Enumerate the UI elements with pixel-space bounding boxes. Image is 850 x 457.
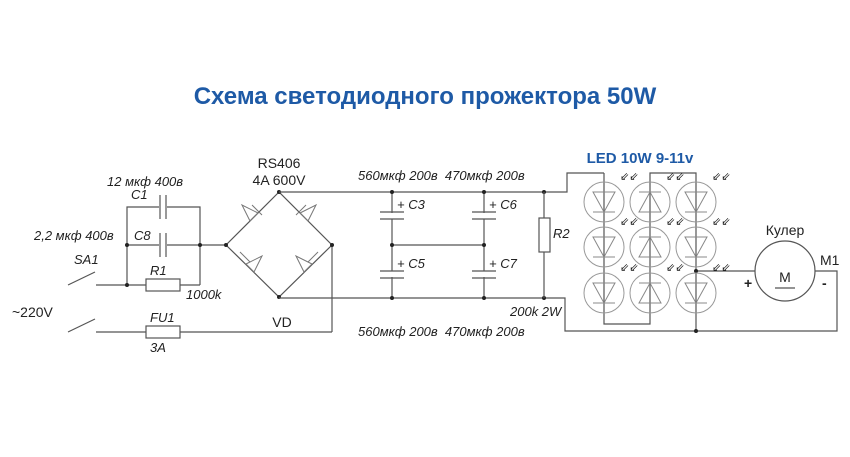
c1-value: 12 мкф 400в [107,174,183,189]
caps-top-values: 560мкф 200в 470мкф 200в [358,168,525,183]
r1-value: 1000k [186,287,223,302]
motor-minus: - [822,275,827,291]
led-2-2: ⇙⇙ [629,216,684,268]
led-label: LED 10W 9-11v [587,150,694,167]
c8-name: C8 [134,228,151,243]
light-emission-icon: ⇙⇙ [666,262,684,274]
switch-label: SA1 [74,252,99,267]
c7-name: + C7 [489,256,518,271]
light-emission-icon: ⇙⇙ [620,216,638,228]
fuse-name: FU1 [150,310,175,325]
c1-name: C1 [131,187,148,202]
diode-bridge: RS406 4A 600V VD [224,155,334,332]
diagram-title: Схема светодиодного прожектора 50W [194,83,657,110]
bridge-name: VD [272,314,291,330]
switch-sa1-bottom [67,318,96,333]
fuse [145,325,181,339]
led-1-1: ⇙⇙ [583,171,638,223]
light-emission-icon: ⇙⇙ [712,262,730,274]
motor-name: Кулер [766,222,805,238]
c6-name: + C6 [489,197,518,212]
light-emission-icon: ⇙⇙ [620,262,638,274]
motor-symbol: M [779,269,791,285]
switch-sa1-top [67,271,96,286]
fuse-rating: 3A [150,340,166,355]
led-3-3: ⇙⇙ [675,262,730,314]
r1-resistor [145,278,181,292]
light-emission-icon: ⇙⇙ [666,171,684,183]
light-emission-icon: ⇙⇙ [620,171,638,183]
r2-value: 200k 2W [509,304,563,319]
led-matrix: LED 10W 9-11v ⇙⇙ ⇙⇙ ⇙⇙ ⇙⇙ ⇙⇙ ⇙⇙ ⇙⇙ ⇙⇙ ⇙⇙ [583,150,755,333]
led-1-3: ⇙⇙ [583,262,638,314]
light-emission-icon: ⇙⇙ [712,171,730,183]
r2-name: R2 [553,226,570,241]
c3-name: + C3 [397,197,426,212]
led-3-1: ⇙⇙ [675,171,730,223]
light-emission-icon: ⇙⇙ [712,216,730,228]
led-1-2: ⇙⇙ [583,216,638,268]
led-3-2: ⇙⇙ [675,216,730,268]
input-wiring: ~220V SA1 12 мкф 400в C1 2,2 мкф 400в C8… [12,174,332,355]
c5-name: + C5 [397,256,426,271]
light-emission-icon: ⇙⇙ [666,216,684,228]
r2-resistor [538,217,551,253]
r1-name: R1 [150,263,167,278]
led-2-3: ⇙⇙ [629,262,684,314]
led-2-1: ⇙⇙ [629,171,684,223]
bridge-rating: 4A 600V [253,172,307,188]
motor-ref: M1 [820,252,840,268]
cooler-motor: M Кулер M1 + - [744,222,840,302]
capacitor-bank: + C3 + C5 + C6 + C7 560мкф 200в 470мкф 2… [279,168,838,339]
bridge-model: RS406 [258,155,301,171]
motor-plus: + [744,275,752,291]
c8-value: 2,2 мкф 400в [33,228,114,243]
caps-bottom-values: 560мкф 200в 470мкф 200в [358,324,525,339]
voltage-label: ~220V [12,304,54,320]
